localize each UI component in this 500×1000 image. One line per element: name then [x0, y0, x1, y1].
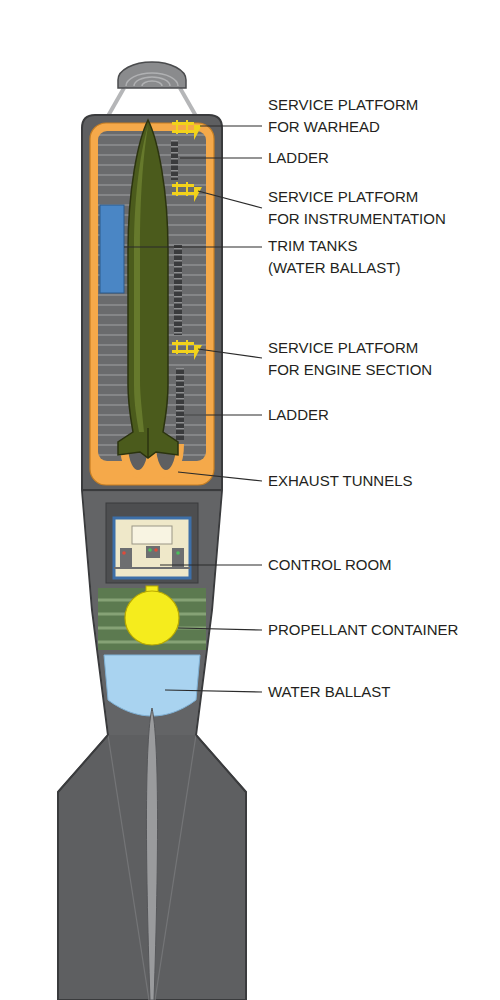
callout-label: TRIM TANKS (WATER BALLAST): [268, 235, 408, 279]
propellant-container: [125, 591, 179, 645]
leader-line: [184, 414, 262, 415]
v2-rocket: [118, 120, 178, 458]
ladder: [176, 368, 184, 440]
platform-rail: [172, 130, 194, 133]
platform-post: [186, 182, 188, 196]
callout-label: SERVICE PLATFORM FOR INSTRUMENTATION: [268, 186, 452, 230]
rocket-fin: [147, 428, 149, 458]
console-light: [176, 551, 180, 555]
leader-line: [178, 472, 262, 481]
platform-rail: [172, 192, 194, 195]
container-lid: [118, 62, 186, 88]
console-light: [154, 548, 158, 552]
control-window: [132, 526, 172, 544]
tail-fin: [196, 735, 246, 792]
service-platform: [172, 340, 202, 360]
leader-line: [180, 157, 262, 158]
lid-arm: [180, 88, 196, 116]
tail-fin: [58, 735, 108, 792]
lid-arm: [108, 88, 124, 116]
platform-post: [176, 340, 178, 354]
container-hull: [58, 115, 246, 1000]
callout-label: SERVICE PLATFORM FOR ENGINE SECTION: [268, 337, 452, 381]
ladder: [174, 245, 182, 335]
console-light: [122, 551, 126, 555]
control-floor: [114, 567, 190, 569]
tail-fin-edge: [108, 735, 149, 1000]
propellant-bay: [98, 588, 206, 650]
callout-label: LADDER: [268, 147, 498, 169]
callout-label: SERVICE PLATFORM FOR WARHEAD: [268, 94, 452, 138]
leader-line: [124, 246, 262, 247]
platform-support: [194, 345, 202, 360]
platform-support: [194, 187, 202, 202]
platform-post: [186, 120, 188, 134]
console-light: [148, 548, 152, 552]
lid-ring: [142, 81, 162, 86]
service-platform: [172, 120, 202, 140]
bulkhead-line: [82, 489, 222, 491]
leader-line: [198, 349, 262, 358]
callout-label: PROPELLANT CONTAINER: [268, 619, 498, 641]
ladder: [171, 140, 178, 180]
service-platform: [172, 182, 202, 202]
control-room-frame: [106, 503, 198, 583]
platform-deck: [172, 342, 194, 345]
leader-line: [198, 191, 262, 208]
platform-support: [194, 125, 202, 140]
rocket-highlight: [134, 126, 148, 432]
water-ballast-tank: [104, 655, 200, 716]
lid-ring: [134, 77, 170, 86]
callout-label: EXHAUST TUNNELS: [268, 470, 498, 492]
control-room: [114, 518, 190, 578]
leader-lines: [124, 126, 262, 692]
lower-hull-section: [83, 492, 221, 735]
platform-deck: [172, 184, 194, 187]
platform-deck: [172, 122, 194, 125]
lid-ring: [126, 73, 178, 86]
control-console: [120, 548, 132, 568]
platform-rail: [172, 350, 194, 353]
leader-line: [165, 690, 262, 692]
trim-tank: [100, 205, 124, 293]
callout-label: CONTROL ROOM: [268, 554, 498, 576]
tail-fin-edge: [155, 735, 196, 1000]
tail-spike: [146, 708, 157, 1000]
leader-line: [160, 564, 262, 565]
callout-label: LADDER: [268, 404, 498, 426]
platform-post: [176, 182, 178, 196]
callout-label: WATER BALLAST: [268, 681, 498, 703]
platform-post: [186, 340, 188, 354]
leader-line: [178, 628, 262, 630]
control-console: [146, 546, 160, 558]
platform-post: [176, 120, 178, 134]
leader-line: [200, 125, 262, 126]
